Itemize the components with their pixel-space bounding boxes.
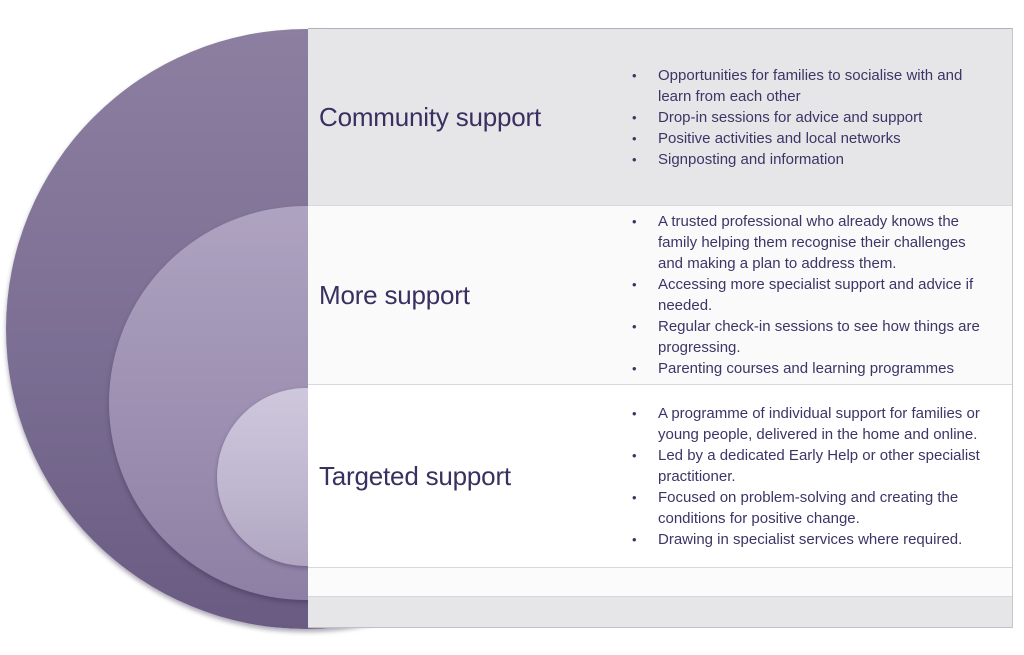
bullet-item: Regular check-in sessions to see how thi… [620, 316, 992, 358]
bullet-list-more-support: A trusted professional who already knows… [620, 206, 1012, 384]
bullet-item: A trusted professional who already knows… [620, 211, 992, 274]
empty-band-gray [308, 597, 1013, 628]
row-community-support: Community support Opportunities for fami… [308, 28, 1013, 206]
row-more-support: More support A trusted professional who … [308, 206, 1013, 385]
bullet-item: Drawing in specialist services where req… [620, 529, 992, 550]
bullet-item: Drop-in sessions for advice and support [620, 107, 992, 128]
bullet-item: Led by a dedicated Early Help or other s… [620, 445, 992, 487]
row-title-targeted-support: Targeted support [319, 460, 511, 491]
row-targeted-support: Targeted support A programme of individu… [308, 385, 1013, 568]
bullet-item: Positive activities and local networks [620, 128, 992, 149]
row-title-more-support: More support [319, 279, 470, 310]
row-title-community-support: Community support [319, 101, 542, 132]
bullet-list-targeted-support: A programme of individual support for fa… [620, 385, 1012, 567]
bullet-item: Focused on problem-solving and creating … [620, 487, 992, 529]
bullet-item: Accessing more specialist support and ad… [620, 274, 992, 316]
empty-band-light [308, 568, 1013, 597]
bullet-list-community-support: Opportunities for families to socialise … [620, 29, 1012, 205]
bullet-item: Parenting courses and learning programme… [620, 358, 992, 379]
bullet-item: A programme of individual support for fa… [620, 403, 992, 445]
bullet-item: Signposting and information [620, 149, 992, 170]
bullet-item: Opportunities for families to socialise … [620, 65, 992, 107]
